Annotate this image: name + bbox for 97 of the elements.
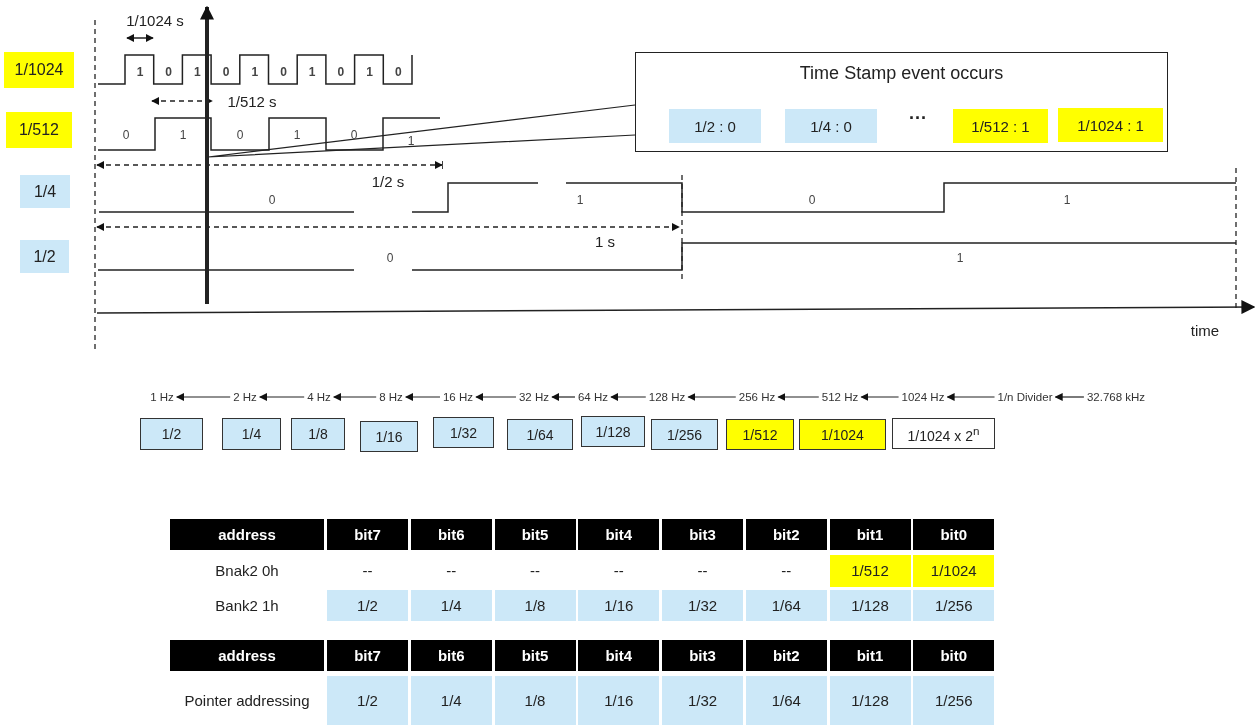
bit-value: 0 [280, 65, 287, 79]
table-cell: 1/128 [829, 676, 911, 725]
table-cell: 1/4 [410, 676, 492, 725]
bit-value-tag: 1/512 : 1 [953, 109, 1048, 143]
bit-value: 0 [350, 128, 358, 142]
arrow [259, 393, 305, 401]
dimension-label: 1/2 s [371, 172, 405, 190]
signal-label: 1/2 [20, 240, 69, 273]
frequency-label: 16 Hz [443, 391, 473, 403]
frequency-label: 256 Hz [738, 391, 776, 403]
column-header: bit1 [829, 519, 911, 550]
bit-value: 1 [293, 128, 301, 142]
column-header: address [170, 519, 324, 550]
table-cell: 1/2 [327, 676, 408, 725]
ellipsis: ··· [909, 107, 927, 129]
frequency-label: 1024 Hz [901, 391, 945, 403]
bit-value: 0 [337, 65, 345, 79]
bit-value: 1 [407, 134, 415, 148]
table-cell: 1/256 [913, 676, 995, 725]
arrow [687, 393, 737, 401]
frequency-label: 64 Hz [578, 391, 608, 403]
table-cell: 1/1024 [913, 555, 995, 587]
column-header: bit4 [578, 640, 660, 671]
bit-value: 0 [808, 193, 816, 207]
column-header: bit7 [327, 519, 408, 550]
column-header: address [170, 640, 324, 671]
column-header: bit6 [410, 640, 492, 671]
column-header: bit3 [662, 640, 743, 671]
signal-label: 1/512 [6, 112, 72, 148]
frequency-label: 32 Hz [519, 391, 549, 403]
bit-value: 1 [576, 193, 584, 207]
arrow [1054, 393, 1085, 401]
table-cell: 1/64 [745, 590, 827, 621]
table-cell: 1/2 [327, 590, 408, 621]
frequency-label: 2 Hz [233, 391, 257, 403]
arrow [475, 393, 517, 401]
arrow [777, 393, 820, 401]
column-header: bit4 [578, 519, 660, 550]
column-header: bit0 [913, 519, 995, 550]
frequency-label: 4 Hz [307, 391, 331, 403]
column-header: bit0 [913, 640, 995, 671]
frequency-label: 8 Hz [379, 391, 403, 403]
bit-value-tag: 1/2 : 0 [669, 109, 761, 143]
bit-value: 0 [222, 65, 230, 79]
bit-value: 0 [165, 65, 173, 79]
bit-value: 1 [136, 65, 144, 79]
signal-label: 1/4 [20, 175, 70, 208]
arrow [333, 393, 377, 401]
column-header: bit6 [410, 519, 492, 550]
arrow [860, 393, 900, 401]
arrow [946, 393, 996, 401]
column-header: bit1 [829, 640, 911, 671]
table-cell: 1/256 [913, 590, 995, 621]
bit-value: 1 [956, 251, 964, 265]
table-cell: 1/4 [410, 590, 492, 621]
signal-label: 1/1024 [4, 52, 74, 88]
arrow [405, 393, 441, 401]
arrow [176, 393, 231, 401]
table-cell: 1/16 [578, 676, 660, 725]
column-header: bit7 [327, 640, 408, 671]
table-cell: 1/128 [829, 590, 911, 621]
column-header: bit2 [745, 640, 827, 671]
bit-value-tag: 1/1024 : 1 [1058, 108, 1163, 142]
arrow [551, 393, 576, 401]
frequency-label: 128 Hz [648, 391, 686, 403]
bit-value: 0 [268, 193, 276, 207]
table-cell: 1/512 [829, 555, 911, 587]
bit-value: 1 [251, 65, 259, 79]
bit-value-tag: 1/4 : 0 [785, 109, 877, 143]
frequency-label: 512 Hz [821, 391, 859, 403]
dimension-label: 1/1024 s [126, 11, 184, 29]
table-cell: 1/16 [578, 590, 660, 621]
frequency-label: 1 Hz [150, 391, 174, 403]
axis-label: time [1190, 321, 1220, 339]
arrow [610, 393, 647, 401]
table-cell: 1/32 [662, 676, 743, 725]
column-header: bit5 [494, 519, 576, 550]
bit-value: 1 [366, 65, 373, 79]
bit-value: 1 [194, 65, 201, 79]
column-header: bit3 [662, 519, 743, 550]
column-header: bit2 [745, 519, 827, 550]
column-header: bit5 [494, 640, 576, 671]
bit-value: 0 [394, 65, 402, 79]
bit-value: 0 [386, 251, 394, 265]
table-cell: 1/64 [745, 676, 827, 725]
table-cell: 1/32 [662, 590, 743, 621]
dimension-label: 1/512 s [227, 92, 277, 110]
bit-value: 1 [308, 65, 316, 79]
bit-value: 1 [179, 128, 187, 142]
bit-value: 0 [122, 128, 130, 142]
frequency-label: 32.768 kHz [1086, 391, 1146, 403]
bit-value: 0 [236, 128, 244, 142]
frequency-label: 1/n Divider [997, 391, 1053, 403]
table-cell: 1/8 [494, 590, 576, 621]
dimension-label: 1 s [595, 232, 615, 250]
table-cell: 1/8 [494, 676, 576, 725]
bit-value: 1 [1063, 193, 1071, 207]
